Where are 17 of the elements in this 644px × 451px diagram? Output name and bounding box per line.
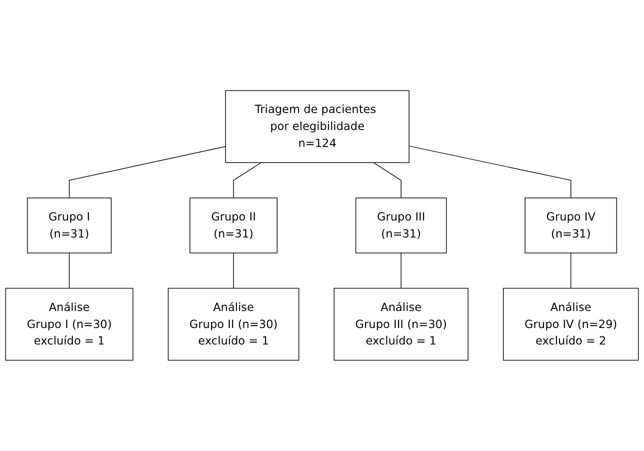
connector bbox=[408, 146, 572, 198]
connector bbox=[68, 146, 226, 198]
connector bbox=[373, 162, 402, 198]
node-box: Grupo I (n=31) bbox=[26, 198, 112, 254]
connector bbox=[233, 252, 234, 289]
node-box: Análise Grupo I (n=30) excluído = 1 bbox=[5, 288, 134, 361]
node-box: Análise Grupo II (n=30) excluído = 1 bbox=[168, 288, 300, 361]
connector bbox=[68, 252, 70, 289]
node-box: Triagem de pacientes por elegibilidade n=124 bbox=[225, 90, 410, 164]
connector bbox=[233, 162, 262, 198]
node-box: Análise Grupo IV (n=29) excluído = 2 bbox=[502, 288, 639, 361]
connector bbox=[570, 252, 572, 289]
node-box: Grupo IV (n=31) bbox=[524, 198, 617, 254]
connector bbox=[400, 252, 402, 289]
node-box: Grupo II (n=31) bbox=[190, 198, 278, 254]
node-box: Grupo III (n=31) bbox=[355, 198, 447, 254]
node-box: Análise Grupo III (n=30) excluído = 1 bbox=[334, 288, 468, 361]
